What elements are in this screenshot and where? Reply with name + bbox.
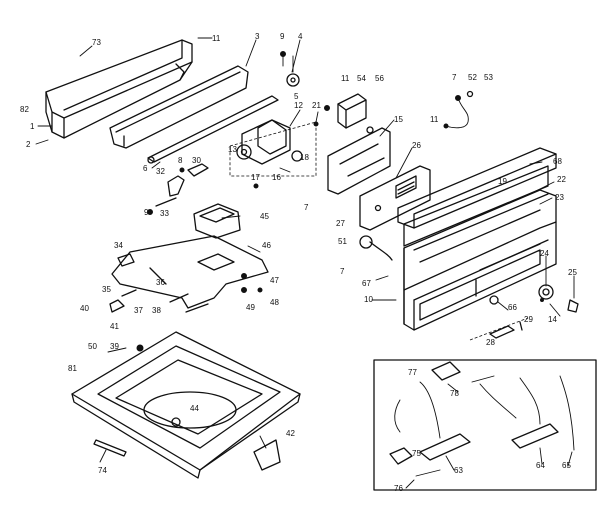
label-37: 37: [134, 306, 143, 315]
top-tub-base: [71, 331, 301, 479]
label-41: 41: [110, 322, 119, 331]
label-33: 33: [160, 209, 169, 218]
label-30: 30: [192, 156, 201, 165]
label-76: 76: [394, 484, 403, 493]
label-29: 29: [524, 315, 533, 324]
control-panel-bracket: [327, 127, 431, 231]
label-34: 34: [114, 241, 123, 250]
part-number-labels: 73 11 3 9 4 82 1 2 6 5 12 21 11 54 56 7 …: [20, 32, 577, 493]
wire-lead: [443, 90, 474, 129]
label-36: 36: [156, 278, 165, 287]
label-4: 4: [298, 32, 303, 41]
wiring-inset-box: [373, 359, 597, 491]
label-54: 54: [357, 74, 366, 83]
hinge-parts: [280, 51, 300, 87]
label-42: 42: [286, 429, 295, 438]
label-13: 13: [228, 145, 237, 154]
label-17: 17: [251, 173, 260, 182]
label-81: 81: [68, 364, 77, 373]
small-hardware-left: [147, 163, 259, 215]
label-51: 51: [338, 237, 347, 246]
misc-bottom-parts: [93, 439, 281, 471]
label-3: 3: [255, 32, 260, 41]
label-44: 44: [190, 404, 199, 413]
label-38: 38: [152, 306, 161, 315]
label-65: 65: [562, 461, 571, 470]
label-1: 1: [30, 122, 35, 131]
timer-assembly: [229, 119, 319, 177]
label-45: 45: [260, 212, 269, 221]
label-2: 2: [26, 140, 31, 149]
label-82: 82: [20, 105, 29, 114]
hinge-hardware: [109, 253, 263, 313]
label-9: 9: [280, 32, 285, 41]
label-8: 8: [178, 156, 183, 165]
label-18: 18: [300, 153, 309, 162]
top-rear-cover: [45, 39, 193, 139]
label-46: 46: [262, 241, 271, 250]
label-73: 73: [92, 38, 101, 47]
label-47: 47: [270, 276, 279, 285]
leader-lines: [35, 37, 575, 489]
label-68: 68: [553, 157, 562, 166]
console-back-panel: [403, 165, 549, 247]
label-53: 53: [484, 73, 493, 82]
label-77: 77: [408, 368, 417, 377]
label-7b: 7: [304, 203, 309, 212]
label-12: 12: [294, 101, 303, 110]
label-16: 16: [272, 173, 281, 182]
label-52: 52: [468, 73, 477, 82]
top-panel-base: [111, 203, 269, 309]
label-19: 19: [498, 177, 507, 186]
label-64: 64: [536, 461, 545, 470]
label-74: 74: [98, 466, 107, 475]
label-63: 63: [454, 466, 463, 475]
shaft-rod: [147, 95, 279, 164]
label-75: 75: [412, 449, 421, 458]
label-35: 35: [102, 285, 111, 294]
label-25: 25: [568, 268, 577, 277]
label-48: 48: [270, 298, 279, 307]
label-22: 22: [557, 175, 566, 184]
label-27: 27: [336, 219, 345, 228]
label-24: 24: [540, 249, 549, 258]
label-9b: 9: [144, 208, 149, 217]
label-11: 11: [212, 34, 221, 43]
label-66: 66: [508, 303, 517, 312]
label-7c: 7: [340, 267, 345, 276]
label-40: 40: [80, 304, 89, 313]
front-console-top: [397, 147, 557, 229]
label-78: 78: [450, 389, 459, 398]
rail-bracket: [109, 65, 249, 149]
label-11b: 11: [341, 74, 350, 83]
label-32: 32: [156, 167, 165, 176]
console-front-panel: [403, 189, 557, 331]
label-6: 6: [143, 164, 148, 173]
label-11c: 11: [430, 115, 439, 124]
label-14: 14: [548, 315, 557, 324]
label-15: 15: [394, 115, 403, 124]
label-21: 21: [312, 101, 321, 110]
label-10: 10: [364, 295, 373, 304]
label-56: 56: [375, 74, 384, 83]
label-5: 5: [294, 92, 299, 101]
label-28: 28: [486, 338, 495, 347]
label-67: 67: [362, 279, 371, 288]
control-knobs: [359, 235, 579, 313]
label-26: 26: [412, 141, 421, 150]
label-23: 23: [555, 193, 564, 202]
label-49: 49: [246, 303, 255, 312]
panel-clips: [469, 317, 529, 341]
label-7: 7: [452, 73, 457, 82]
label-39: 39: [110, 342, 119, 351]
push-switch: [324, 93, 374, 134]
label-50: 50: [88, 342, 97, 351]
